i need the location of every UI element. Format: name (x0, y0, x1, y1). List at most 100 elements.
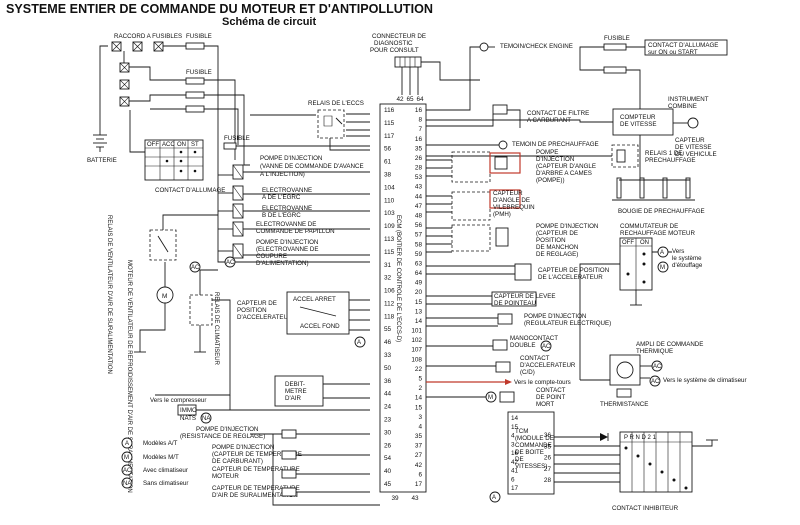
svg-text:CAPTEUR DE LEVEE: CAPTEUR DE LEVEE (494, 293, 556, 300)
svg-text:OFF: OFF (622, 240, 634, 246)
svg-text:sur ON ou START: sur ON ou START (648, 49, 698, 56)
ecm-module: ECM (BOITIER DE CONTROLE DE L'ECCS-D) 11… (379, 96, 427, 502)
pin-number: 41 (511, 468, 519, 475)
svg-text:TCM: TCM (515, 428, 528, 435)
tcm-module: TCM (MODULE DE COMMANDE DE BOITE DE VITE… (489, 411, 555, 503)
svg-text:RELAIS 1 DE: RELAIS 1 DE (645, 150, 683, 157)
svg-text:CONTACT D'ALLUMAGE: CONTACT D'ALLUMAGE (648, 42, 718, 49)
pin-number: 102 (411, 337, 422, 344)
pin-number: 13 (415, 308, 423, 315)
label-batterie: BATTERIE (87, 157, 117, 164)
svg-text:CONNECTEUR DE: CONNECTEUR DE (372, 33, 426, 40)
svg-text:BOUGIE DE PRECHAUFFAGE: BOUGIE DE PRECHAUFFAGE (618, 208, 705, 215)
fan-relay-group: RELAIS DE VENTILATEUR D'AIR DE SURALIMEN… (106, 214, 236, 493)
svg-text:ELECTROVANNE: ELECTROVANNE (262, 205, 312, 212)
svg-text:NA: NA (202, 416, 210, 422)
svg-text:B DE L'EGRC: B DE L'EGRC (262, 212, 301, 219)
ecm-left-pins: 1161151175661381041101031091131153132106… (384, 107, 395, 488)
svg-text:DE POINT: DE POINT (536, 394, 565, 401)
ecm-label: ECM (BOITIER DE CONTROLE DE L'ECCS-D) (395, 215, 401, 342)
pin-number: 7 (418, 126, 422, 133)
pin-number: 50 (384, 365, 392, 372)
svg-text:ELECTROVANNE: ELECTROVANNE (262, 187, 312, 194)
pin-number: 22 (415, 366, 423, 373)
svg-text:INSTRUMENT: INSTRUMENT (668, 96, 709, 103)
pin-number: 26 (415, 155, 423, 162)
pin-number: 6 (511, 476, 515, 483)
svg-text:PRECHAUFFAGE: PRECHAUFFAGE (645, 157, 696, 164)
svg-text:COMMANDE DE PAPILLON: COMMANDE DE PAPILLON (256, 228, 335, 235)
svg-text:(PMH): (PMH) (493, 211, 511, 218)
pin-number: 40 (384, 468, 392, 475)
svg-text:ACC: ACC (162, 142, 175, 148)
svg-text:CONTACT: CONTACT (536, 387, 566, 394)
svg-text:ELECTROVANNE DE: ELECTROVANNE DE (256, 221, 316, 228)
svg-text:MORT: MORT (536, 401, 554, 408)
accelerator-sensor-group: CAPTEUR DE POSITION D'ACCELERATEUR ACCEL… (237, 291, 370, 348)
pin-number: 101 (411, 328, 422, 335)
pin-number: 47 (415, 203, 423, 210)
svg-text:TEMOIN/CHECK ENGINE: TEMOIN/CHECK ENGINE (500, 43, 573, 50)
svg-text:IMMO: IMMO (180, 407, 197, 414)
svg-text:RELAIS DE VENTILATEUR D'AIR DE: RELAIS DE VENTILATEUR D'AIR DE SURALIMEN… (106, 215, 112, 374)
pin-number: 36 (384, 378, 392, 385)
svg-text:MOTEUR: MOTEUR (212, 473, 239, 480)
svg-text:DOUBLE: DOUBLE (510, 342, 535, 349)
pin-number: 65 (406, 96, 414, 103)
svg-text:NATS: NATS (180, 415, 196, 422)
svg-text:ST: ST (191, 142, 199, 148)
svg-text:AC: AC (542, 344, 551, 350)
pin-number: 32 (384, 275, 392, 282)
pin-number: 56 (415, 222, 423, 229)
svg-text:Modèles A/T: Modèles A/T (143, 440, 178, 447)
pin-number: 116 (384, 107, 395, 114)
left-actuators: FUSIBLE POMPE D'INJECTION (VANNE DE COMM… (217, 135, 370, 267)
svg-text:Vers le système de climatiseur: Vers le système de climatiseur (663, 377, 747, 384)
svg-text:D'ACCELERATEUR: D'ACCELERATEUR (237, 314, 293, 321)
svg-text:Vers le compte-tours: Vers le compte-tours (514, 379, 571, 386)
svg-text:P R N D 2 1: P R N D 2 1 (624, 435, 657, 441)
svg-text:DEBIT-: DEBIT- (285, 381, 305, 388)
svg-text:M: M (488, 395, 493, 401)
svg-text:(POMPE)): (POMPE)) (536, 177, 565, 184)
svg-text:AC: AC (123, 468, 132, 474)
pin-number: 4 (511, 433, 515, 440)
left-sensors-bottom: POMPE D'INJECTION (RESISTANCE DE REGLAGE… (180, 426, 380, 506)
pin-number: 14 (511, 415, 519, 422)
svg-text:DE L'ACCELERATEUR: DE L'ACCELERATEUR (538, 274, 603, 281)
svg-text:TEMOIN DE PRECHAUFFAGE: TEMOIN DE PRECHAUFFAGE (512, 141, 599, 148)
svg-text:DIAGNOSTIC: DIAGNOSTIC (374, 40, 413, 47)
svg-text:CAPTEUR DE TEMPERATURE: CAPTEUR DE TEMPERATURE (212, 485, 300, 492)
pin-number: 28 (544, 477, 552, 484)
svg-text:(REGULATEUR ELECTRIQUE): (REGULATEUR ELECTRIQUE) (524, 320, 611, 327)
svg-text:(CAPTEUR D'ANGLE: (CAPTEUR D'ANGLE (536, 163, 596, 170)
svg-text:DE VITESSE: DE VITESSE (675, 144, 711, 151)
svg-text:COMBINE: COMBINE (668, 103, 697, 110)
svg-text:DE: DE (515, 456, 524, 463)
pin-number: 30 (384, 429, 392, 436)
power-supply-section: RACCORD A FUSIBLES FUSIBLE FUSIBLE BATTE… (87, 33, 250, 194)
svg-text:D'ACCELERATEUR: D'ACCELERATEUR (520, 362, 576, 369)
pin-number: 103 (384, 210, 395, 217)
svg-text:MANOCONTACT: MANOCONTACT (510, 335, 558, 342)
pin-number: 35 (415, 145, 423, 152)
pin-number: 49 (415, 280, 423, 287)
svg-text:D'AIR DE SURALIMENTATION: D'AIR DE SURALIMENTATION (212, 492, 298, 499)
pin-number: 55 (384, 326, 392, 333)
svg-text:M: M (660, 265, 665, 271)
pin-number: 3 (511, 441, 515, 448)
svg-text:RELAIS DE CLIMATISEUR: RELAIS DE CLIMATISEUR (213, 292, 219, 366)
pin-number: 45 (384, 481, 392, 488)
svg-text:POMPE: POMPE (536, 149, 558, 156)
ecm-box (379, 103, 427, 493)
pin-number: 64 (415, 270, 423, 277)
svg-text:THERMIQUE: THERMIQUE (636, 348, 673, 355)
pin-number: 110 (384, 197, 395, 204)
pin-number: 104 (384, 184, 395, 191)
svg-text:(ELECTROVANNE DE: (ELECTROVANNE DE (256, 246, 318, 253)
svg-text:A: A (660, 250, 664, 256)
svg-text:A: A (125, 441, 129, 447)
